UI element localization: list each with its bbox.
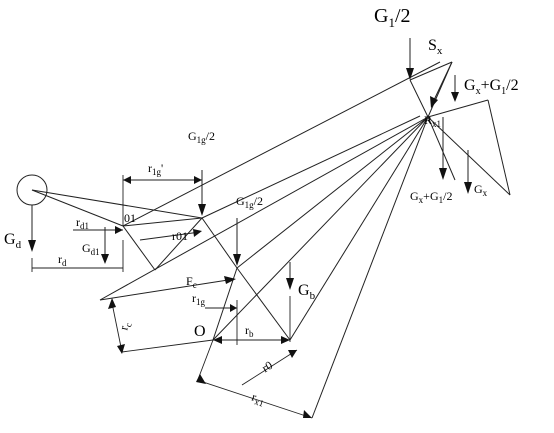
link-apex-right: [409, 61, 453, 81]
arrow-gb: [286, 278, 294, 290]
label-rb: rb: [245, 323, 254, 339]
label-rx1: Rx1: [424, 113, 441, 129]
label-rd1: rd1: [76, 215, 89, 231]
label-g1g-half-upper: G1g/2: [188, 129, 215, 145]
dimension-lines: [31, 175, 313, 419]
dim-rx1: [196, 379, 313, 419]
structure-lines: [16, 61, 511, 419]
label-rd: rd: [58, 252, 67, 268]
link-joint-apex: [201, 115, 421, 219]
label-rx1-dim: rx1: [250, 389, 267, 408]
label-gb: Gb: [298, 282, 316, 302]
label-g1-half-top: G1/2: [374, 5, 411, 30]
link-o-rx1: [212, 116, 429, 341]
arrow-g1-half: [406, 68, 414, 80]
link-o1-apex: [122, 61, 441, 227]
arrow-gd1: [101, 254, 109, 264]
link-joint-mid: [201, 217, 238, 269]
link-o1-joint: [122, 217, 203, 227]
label-o: O: [194, 323, 206, 340]
force-arrows: [28, 38, 472, 418]
label-o1: 01: [124, 211, 136, 225]
link-mid-rx1: [236, 116, 429, 269]
label-r01: r01: [172, 229, 188, 243]
label-gx-lower: Gx: [474, 182, 488, 198]
dim-r01: [139, 231, 201, 241]
arrow-sx: [430, 96, 438, 108]
dim-r0: [241, 349, 298, 386]
link-lower-joint: [154, 217, 203, 271]
link-node-bottom: [311, 116, 429, 419]
link-node-lower: [427, 116, 456, 181]
arrow-gx: [464, 182, 472, 194]
arrow-gx-g1: [439, 168, 447, 180]
label-gx-g1-right: Gx+G1/2: [464, 77, 519, 97]
link-mid-rb: [236, 267, 291, 341]
label-sx: Sx: [428, 37, 443, 57]
arrow-fc: [224, 276, 236, 284]
arrow-g1g-lower: [233, 254, 241, 266]
arrow-gd: [28, 240, 36, 252]
label-fc: Fc: [186, 274, 197, 290]
link-node-right: [427, 116, 511, 196]
link-rb-rx1: [289, 116, 429, 341]
labels: G1/2 Sx Gx+G1/2 Rx1 G1g/2 r1g' G1g/2 Gx+…: [4, 5, 519, 409]
label-rc: rc: [116, 321, 133, 332]
label-gd1: Gd1: [82, 241, 100, 257]
link-o1-lower: [122, 225, 156, 271]
label-r1g: r1g: [192, 291, 206, 307]
link-right-down: [487, 99, 511, 196]
label-g1g-half-lower: G1g/2: [236, 194, 263, 210]
arrow-g1g-upper: [198, 204, 206, 216]
link-circle-o1: [31, 189, 124, 227]
link-fc-rx1: [99, 116, 429, 301]
label-gx-g1-lower: Gx+G1/2: [410, 189, 452, 205]
link-node-right2: [427, 99, 489, 118]
label-gd: Gd: [4, 231, 22, 251]
link-circle-joint: [31, 189, 203, 219]
dim-rc: [111, 302, 123, 353]
link-apex-node: [409, 79, 429, 118]
label-r1g-prime: r1g': [148, 161, 163, 177]
